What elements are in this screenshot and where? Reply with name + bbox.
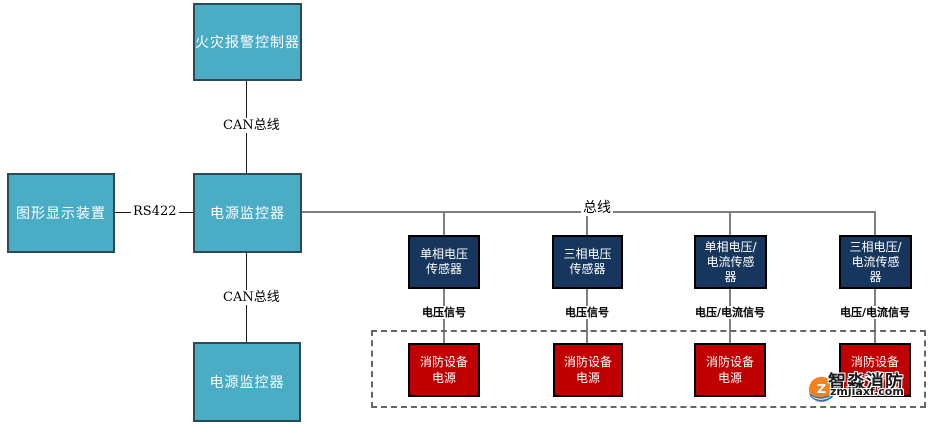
device-label-line: 电源 xyxy=(431,371,456,385)
node-power-monitor-main: 电源监控器 xyxy=(193,173,302,253)
device-label-line: 消防设备 xyxy=(850,355,899,369)
node-power-monitor-secondary-label: 电源监控器 xyxy=(209,375,285,391)
link-label-bus: 总线 xyxy=(581,200,613,216)
signal-label-3: 电压/电流信号 xyxy=(693,306,767,319)
bus-drop-3 xyxy=(729,213,731,235)
watermark: Z 智淼消防 zmjiaxf.com xyxy=(806,368,942,408)
sensor-label-line: 单相电压/ xyxy=(704,239,757,254)
node-fire-alarm-controller: 火灾报警控制器 xyxy=(193,3,302,81)
device-label-line: 电源 xyxy=(575,371,600,385)
device-label-line: 消防设备 xyxy=(563,355,612,369)
device-label-line: 电源 xyxy=(717,371,742,385)
watermark-url: zmjiaxf.com xyxy=(830,385,904,398)
node-sensor-three-phase-voltage-current: 三相电压/ 电流传感 器 xyxy=(839,235,912,289)
device-label-line: 消防设备 xyxy=(705,355,754,369)
device-label-line: 消防设备 xyxy=(419,355,468,369)
node-fire-power-4: 消防设备 电源 xyxy=(839,343,911,397)
bus-drop-1 xyxy=(443,213,445,235)
node-fire-power-2: 消防设备 电源 xyxy=(553,343,623,397)
node-power-monitor-secondary: 电源监控器 xyxy=(193,342,301,422)
signal-label-2: 电压信号 xyxy=(564,306,610,319)
link-label-can-bottom: CAN总线 xyxy=(221,290,282,305)
fire-equipment-dashed-boundary xyxy=(371,330,926,408)
sensor-label-line: 器 xyxy=(724,269,737,284)
node-sensor-single-phase-voltage: 单相电压 传感器 xyxy=(408,235,480,289)
node-fire-power-3: 消防设备 电源 xyxy=(694,343,766,397)
node-power-monitor-main-label: 电源监控器 xyxy=(210,206,285,222)
sensor-label-line: 三相电压/ xyxy=(849,239,902,254)
signal-label-4: 电压/电流信号 xyxy=(838,306,912,319)
device-label-line: 电源 xyxy=(862,371,887,385)
node-fire-power-1: 消防设备 电源 xyxy=(408,343,480,397)
node-sensor-three-phase-voltage: 三相电压 传感器 xyxy=(552,235,623,289)
sensor-label-line: 传感器 xyxy=(425,262,462,276)
link-label-can-top: CAN总线 xyxy=(221,118,282,133)
bus-drop-4 xyxy=(874,213,876,235)
svg-text:Z: Z xyxy=(817,381,826,396)
link-label-rs422: RS422 xyxy=(131,204,179,219)
sensor-label-line: 三相电压 xyxy=(563,247,612,261)
node-graphic-display-label: 图形显示装置 xyxy=(16,206,106,222)
sensor-label-line: 单相电压 xyxy=(419,247,468,261)
sensor-label-line: 传感器 xyxy=(569,262,606,276)
node-graphic-display: 图形显示装置 xyxy=(7,173,115,253)
node-fire-alarm-controller-label: 火灾报警控制器 xyxy=(195,35,300,51)
bus-drop-2 xyxy=(586,213,588,235)
watermark-logo-icon: Z xyxy=(808,376,835,403)
sensor-label-line: 电流传感 xyxy=(851,254,900,269)
sensor-label-line: 电流传感 xyxy=(706,254,755,269)
signal-label-1: 电压信号 xyxy=(421,306,467,319)
node-sensor-single-phase-voltage-current: 单相电压/ 电流传感 器 xyxy=(694,235,767,289)
watermark-brand-name: 智淼消防 xyxy=(828,372,904,393)
sensor-label-line: 器 xyxy=(869,269,882,284)
